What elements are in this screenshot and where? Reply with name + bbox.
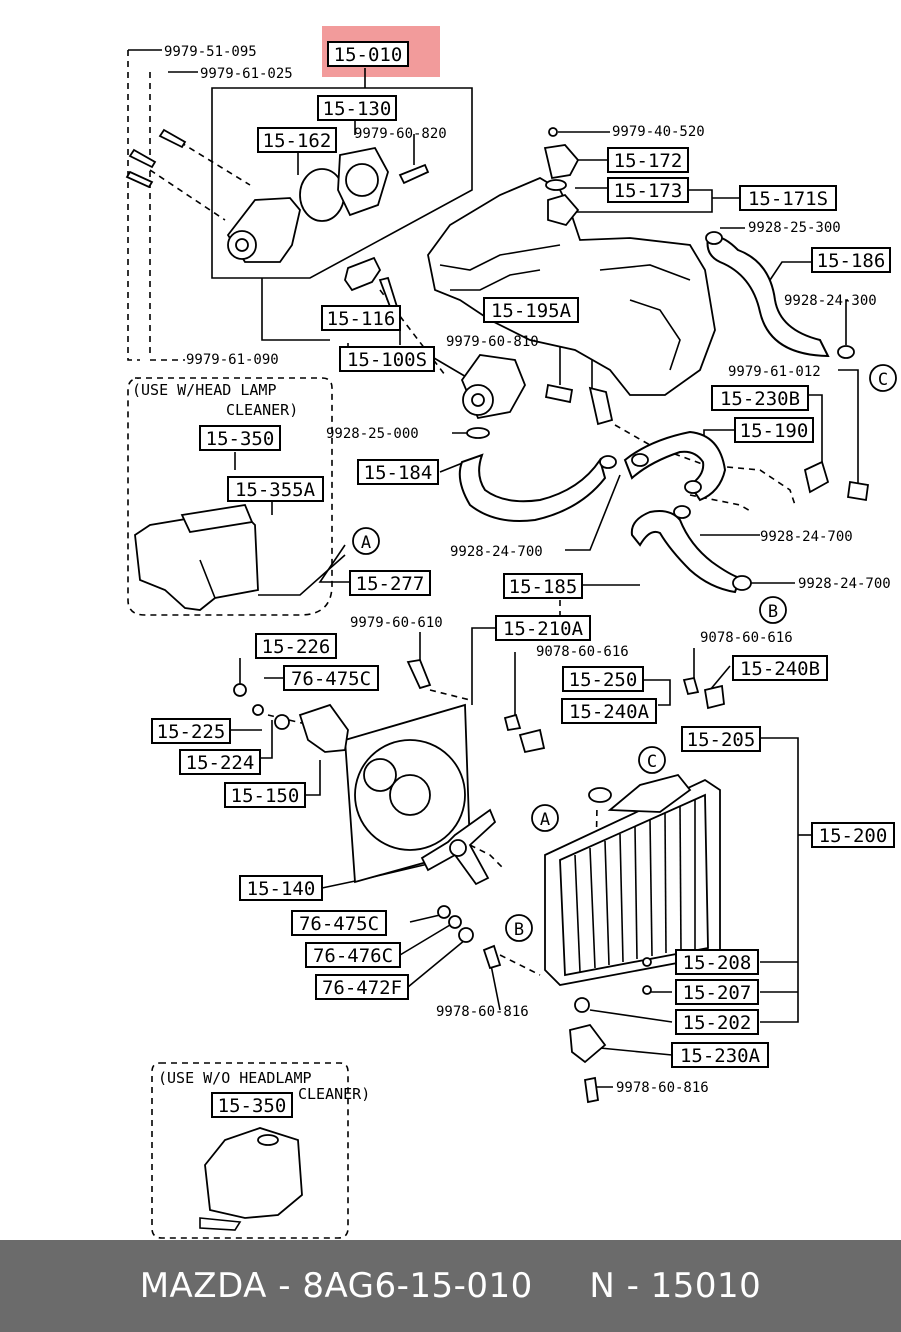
label-15-240b: 15-240B: [740, 658, 820, 680]
label-15-150: 15-150: [231, 785, 300, 807]
label-15-205: 15-205: [687, 729, 756, 751]
label-15-200: 15-200: [819, 825, 888, 847]
notes: (USE W/HEAD LAMP CLEANER) (USE W/O HEADL…: [132, 381, 370, 1103]
label-9078-60-616-a: 9078-60-616: [536, 644, 629, 660]
footer-ref: N - 15010: [589, 1266, 762, 1306]
footer-gap: [533, 1266, 590, 1306]
label-9979-60-810: 9979-60-810: [446, 334, 539, 350]
label-15-277: 15-277: [356, 573, 425, 595]
label-15-130: 15-130: [323, 98, 392, 120]
label-76-475c-b: 76-475C: [299, 913, 379, 935]
note-head-lamp-line1: (USE W/HEAD LAMP: [132, 381, 277, 399]
label-9978-60-816-a: 9978-60-816: [436, 1004, 529, 1020]
label-15-230a: 15-230A: [680, 1045, 761, 1067]
label-15-171s: 15-171S: [748, 188, 828, 210]
footer-separator: -: [266, 1266, 303, 1306]
label-76-475c-a: 76-475C: [291, 668, 371, 690]
label-15-210a: 15-210A: [503, 618, 584, 640]
label-9979-60-820: 9979-60-820: [354, 126, 447, 142]
plain-labels: 9979-51-095 9979-61-025 9979-60-820 9979…: [164, 44, 891, 1096]
note-no-head-lamp-line1: (USE W/O HEADLAMP: [158, 1069, 312, 1087]
callout-c2-label: C: [647, 752, 657, 772]
label-9928-24-700-b: 9928-24-700: [760, 529, 853, 545]
label-15-173: 15-173: [614, 180, 683, 202]
label-9928-24-300: 9928-24-300: [784, 293, 877, 309]
label-9078-60-616-b: 9078-60-616: [700, 630, 793, 646]
label-15-230b: 15-230B: [720, 388, 800, 410]
note-head-lamp-line2: CLEANER): [226, 401, 298, 419]
label-9979-51-095: 9979-51-095: [164, 44, 257, 60]
footer-part-number: 8AG6-15-010: [302, 1266, 533, 1306]
label-15-350-b: 15-350: [218, 1095, 287, 1117]
label-15-190: 15-190: [740, 420, 809, 442]
label-15-224: 15-224: [186, 752, 255, 774]
label-76-472f: 76-472F: [322, 977, 402, 999]
label-15-162: 15-162: [263, 130, 332, 152]
label-15-202: 15-202: [683, 1012, 752, 1034]
label-9979-61-090: 9979-61-090: [186, 352, 279, 368]
label-15-240a: 15-240A: [569, 701, 650, 723]
callout-circles: C A B C A B: [352, 364, 897, 942]
boxed-labels: 15-010 15-130 15-162 15-172 15-173 15-17…: [151, 41, 895, 1118]
label-15-350-a: 15-350: [206, 428, 275, 450]
parts-diagram: C A B C A B 15-010 15-130 15-162 15-172 …: [125, 26, 897, 1239]
label-15-208: 15-208: [683, 952, 752, 974]
callout-b2-label: B: [514, 920, 524, 940]
callout-a-label: A: [361, 533, 371, 553]
part-sketches: [125, 127, 870, 1231]
label-15-250: 15-250: [569, 669, 638, 691]
callout-c-label: C: [878, 370, 888, 390]
label-9928-24-700-a: 9928-24-700: [450, 544, 543, 560]
label-15-207: 15-207: [683, 982, 752, 1004]
label-9979-60-610: 9979-60-610: [350, 615, 443, 631]
callout-b-label: B: [768, 602, 778, 622]
label-15-185: 15-185: [509, 576, 578, 598]
label-9928-25-000: 9928-25-000: [326, 426, 419, 442]
label-15-186: 15-186: [817, 250, 886, 272]
label-15-195a: 15-195A: [491, 300, 572, 322]
label-15-226: 15-226: [262, 636, 331, 658]
label-15-116: 15-116: [327, 308, 396, 330]
label-9979-61-025: 9979-61-025: [200, 66, 293, 82]
label-15-100s: 15-100S: [347, 349, 427, 371]
label-9979-61-012: 9979-61-012: [728, 364, 821, 380]
footer-bar: MAZDA - 8AG6-15-010 N - 15010: [0, 1240, 901, 1332]
label-9928-25-300: 9928-25-300: [748, 220, 841, 236]
label-9928-24-700-c: 9928-24-700: [798, 576, 891, 592]
label-9979-40-520: 9979-40-520: [612, 124, 705, 140]
callout-a2-label: A: [540, 810, 550, 830]
label-15-172: 15-172: [614, 150, 683, 172]
label-9978-60-816-b: 9978-60-816: [616, 1080, 709, 1096]
footer-brand: MAZDA: [139, 1266, 267, 1306]
label-15-184: 15-184: [364, 462, 433, 484]
label-15-355a: 15-355A: [235, 479, 316, 501]
label-76-476c: 76-476C: [313, 945, 393, 967]
label-15-010: 15-010: [334, 44, 403, 66]
label-15-225: 15-225: [157, 721, 226, 743]
note-no-head-lamp-line2: CLEANER): [298, 1085, 370, 1103]
label-15-140: 15-140: [247, 878, 316, 900]
